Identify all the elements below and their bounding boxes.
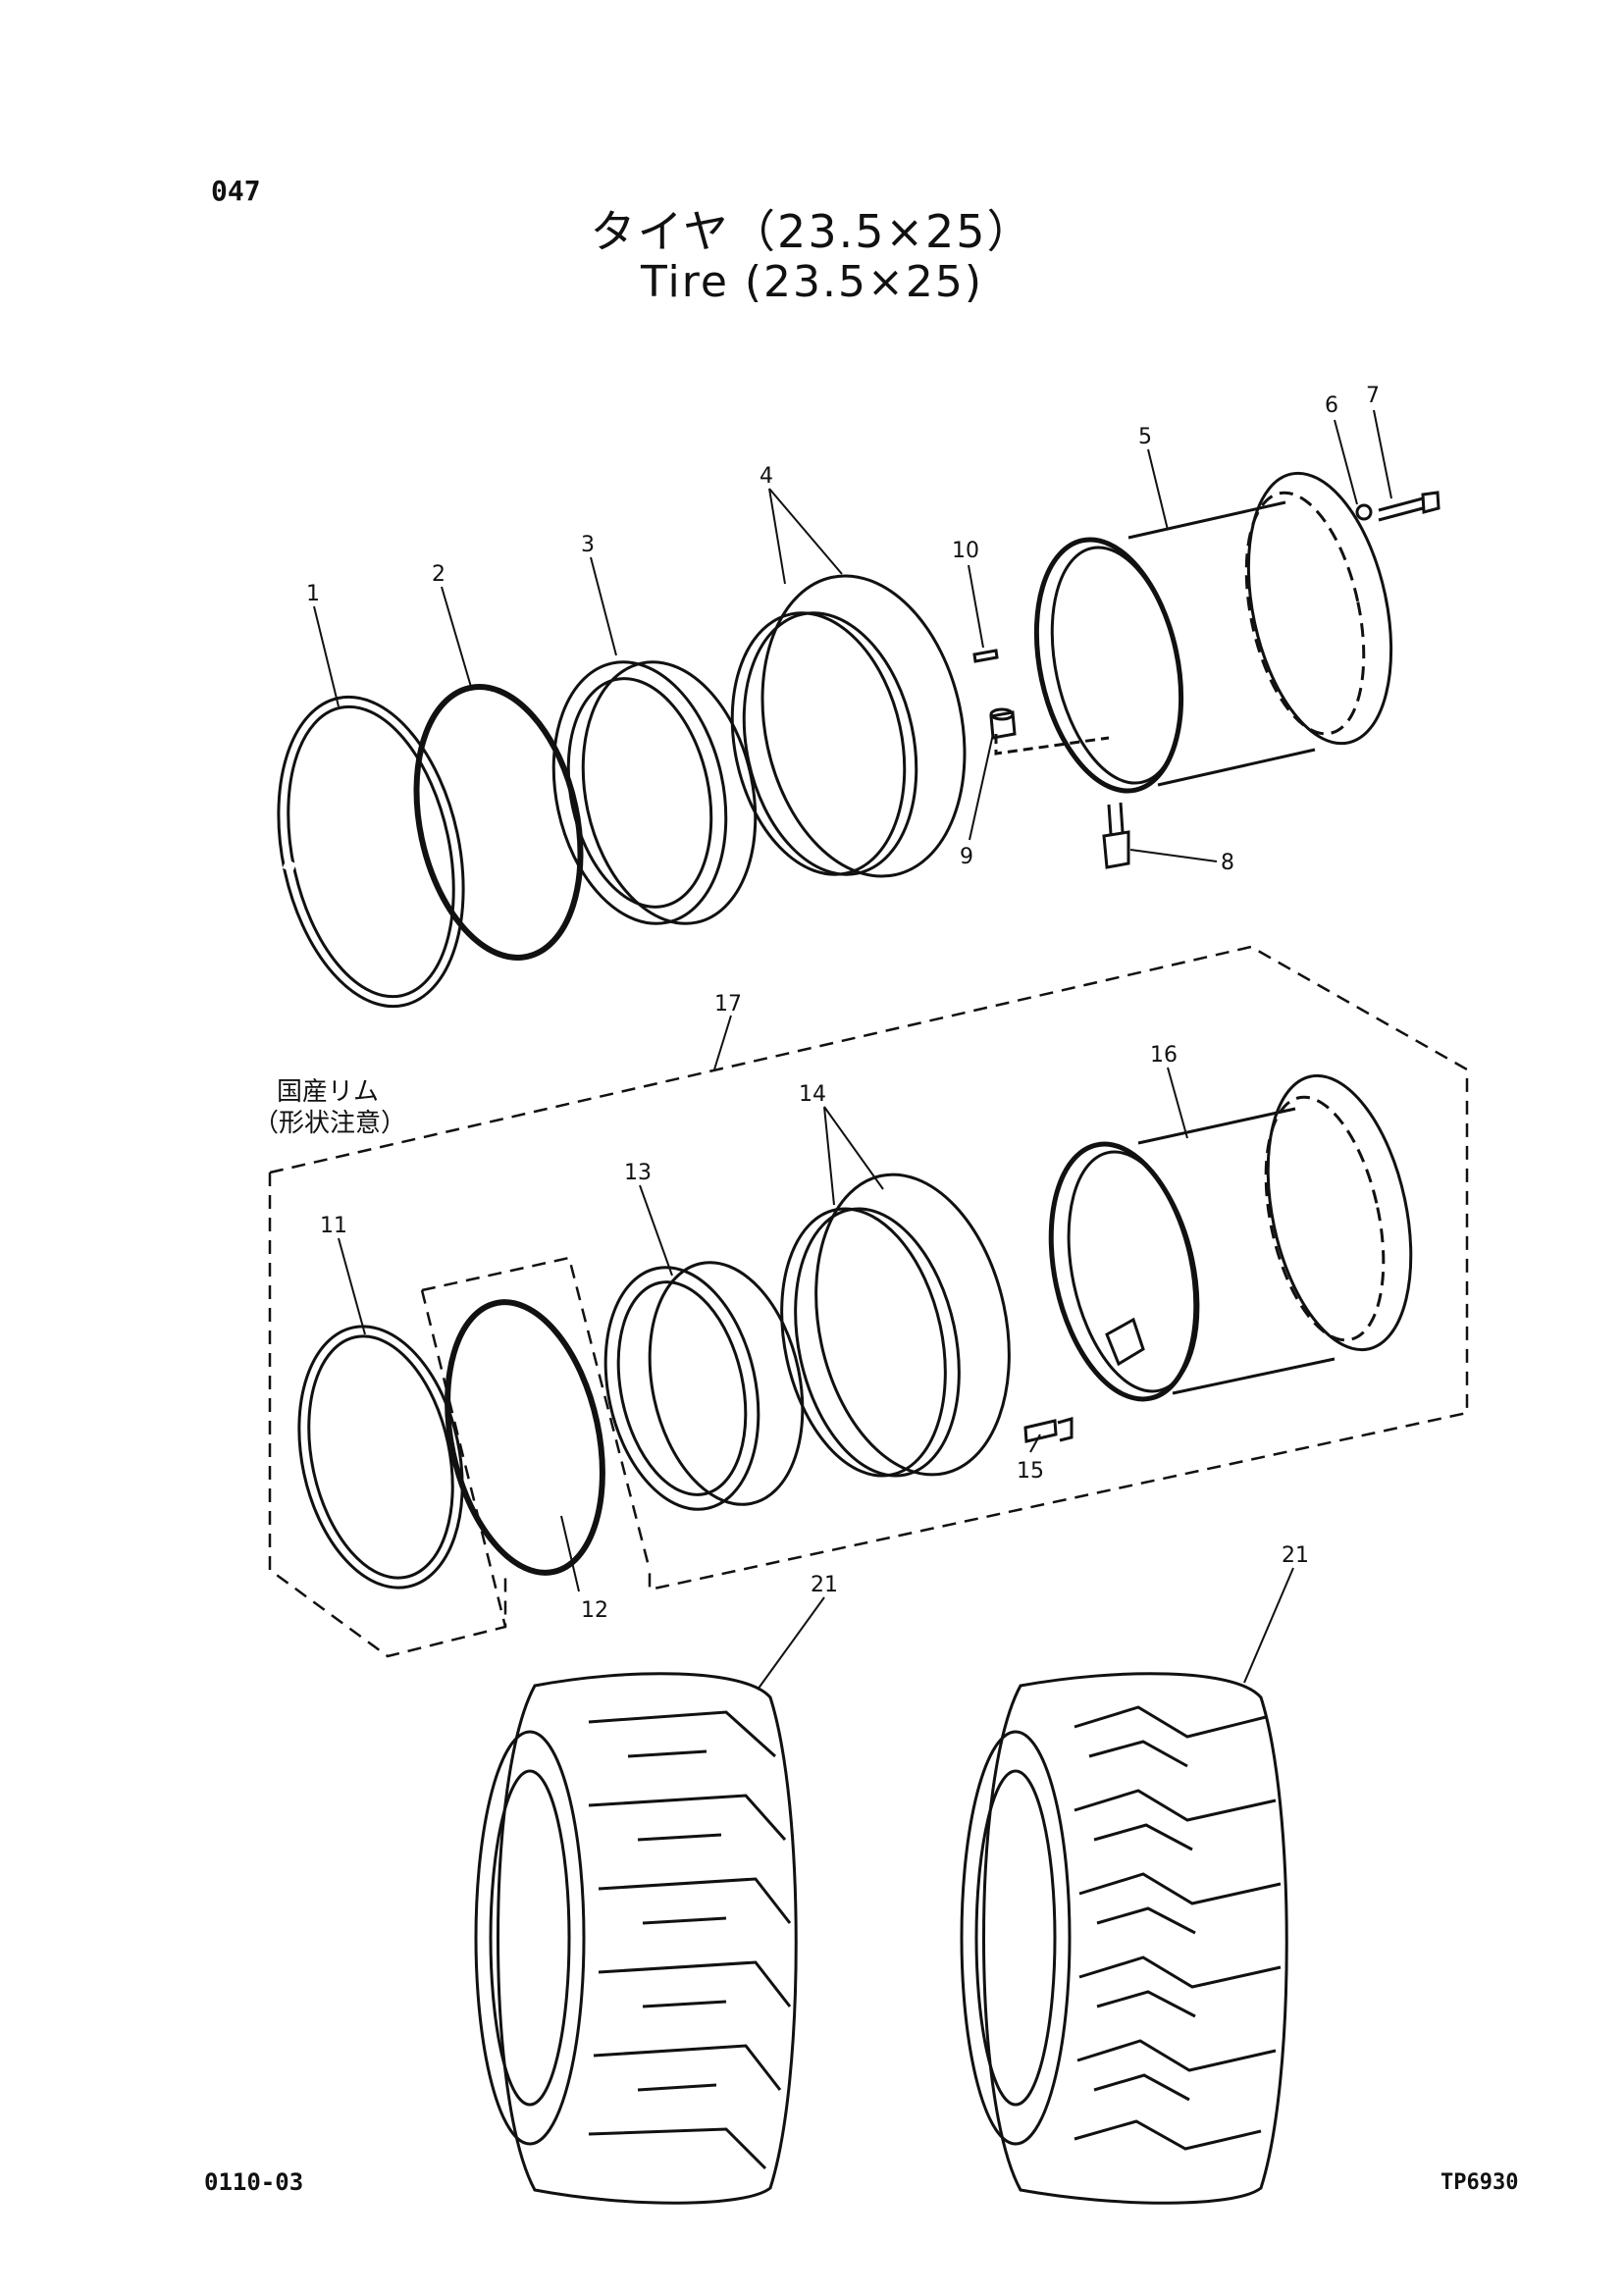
part-4-side-flanges — [730, 574, 967, 878]
callout-5: 5 — [1138, 425, 1152, 449]
part-12-o-ring — [445, 1299, 605, 1576]
footer-code-left: 0110-03 — [204, 2168, 304, 2196]
callout-21-left: 21 — [811, 1573, 838, 1597]
callout-3: 3 — [581, 533, 595, 557]
part-14-side-flanges — [780, 1173, 1011, 1478]
part-5-rim-base — [1033, 471, 1393, 794]
callout-14: 14 — [799, 1082, 826, 1107]
callout-9: 9 — [960, 845, 973, 869]
domestic-rim-note-line1: 国産リム — [277, 1077, 380, 1107]
upper-callout-leaders — [313, 409, 1392, 862]
callout-2: 2 — [432, 562, 445, 587]
page-title-japanese: タイヤ（23.5×25） — [590, 205, 1034, 258]
part-10-pin — [972, 649, 999, 663]
upper-assembly-leader — [994, 734, 1110, 756]
callout-1: 1 — [306, 582, 320, 606]
callout-7: 7 — [1366, 384, 1380, 408]
callout-16: 16 — [1150, 1043, 1178, 1068]
part-3-bead-seat-band — [551, 660, 758, 925]
part-7-bolt — [1378, 491, 1441, 522]
part-1-lock-ring — [277, 695, 465, 1009]
footer-code-right: TP6930 — [1441, 2170, 1519, 2195]
callout-21-right: 21 — [1282, 1543, 1309, 1568]
part-15-valve — [1023, 1417, 1074, 1443]
part-16-rim-base — [1048, 1073, 1413, 1402]
callout-12: 12 — [581, 1598, 608, 1623]
part-8-valve — [1102, 802, 1130, 869]
callout-8: 8 — [1221, 851, 1234, 875]
part-12-outline — [420, 1256, 652, 1628]
part-13-bead-seat-band — [603, 1261, 805, 1511]
part-17-assembly-outline — [268, 945, 1469, 1658]
page-number: 047 — [211, 175, 261, 207]
tire-callout-leaders — [757, 1567, 1294, 1691]
lower-callout-leaders — [338, 1015, 1188, 1592]
callout-15: 15 — [1017, 1459, 1044, 1484]
part-9-valve-cap — [989, 707, 1017, 740]
callout-10: 10 — [952, 539, 979, 563]
part-21-tire-right — [960, 1672, 1288, 2205]
callout-6: 6 — [1325, 393, 1338, 418]
part-6-washer — [1355, 503, 1373, 521]
part-21-tire-left — [474, 1672, 798, 2205]
page-title-english: Tire (23.5×25) — [640, 257, 984, 307]
part-2-o-ring — [413, 684, 584, 961]
callout-17: 17 — [714, 992, 742, 1017]
callout-13: 13 — [624, 1161, 652, 1185]
part-11-lock-ring — [297, 1325, 464, 1590]
callout-11: 11 — [320, 1214, 347, 1238]
callout-4: 4 — [760, 464, 773, 489]
domestic-rim-note-line2: （形状注意） — [253, 1109, 407, 1138]
